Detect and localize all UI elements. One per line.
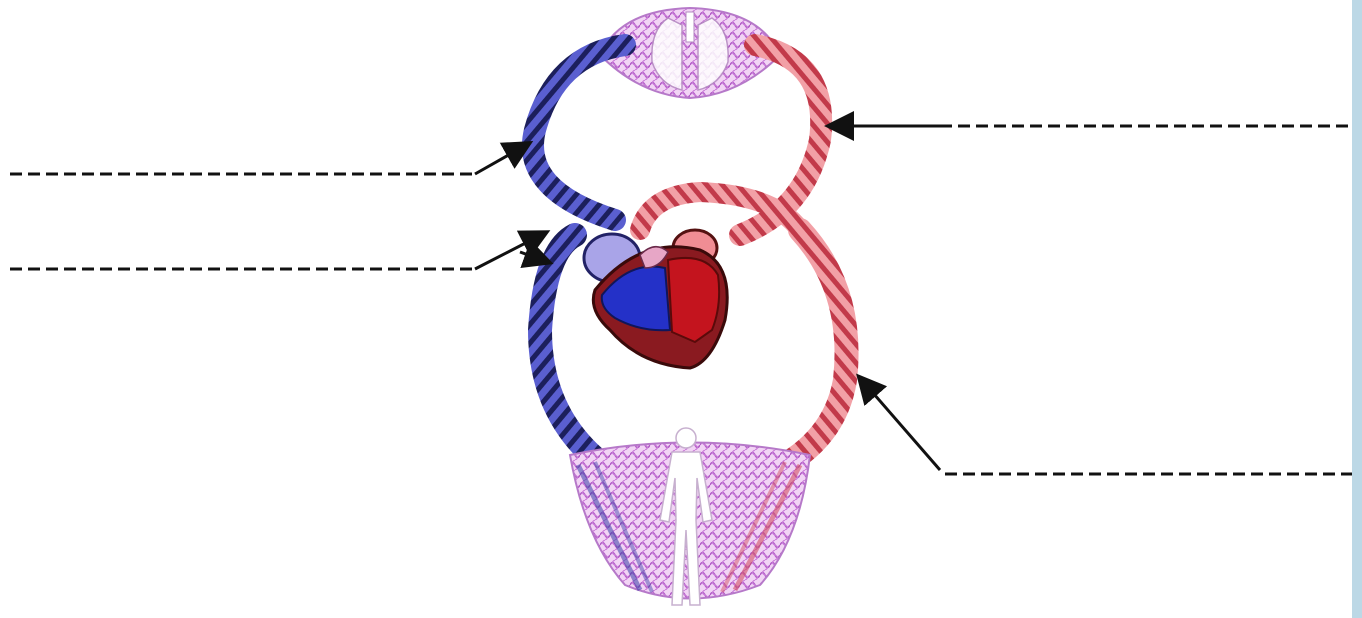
aorta-descending-vessel bbox=[775, 230, 847, 470]
label-leader-left-upper bbox=[10, 144, 528, 174]
page-edge-band bbox=[1352, 0, 1362, 618]
heart-icon bbox=[584, 230, 727, 368]
label-leader-left-lower bbox=[10, 233, 548, 269]
pulmonary-artery-vessel bbox=[533, 45, 625, 220]
label-leader-right-lower bbox=[860, 378, 1352, 474]
